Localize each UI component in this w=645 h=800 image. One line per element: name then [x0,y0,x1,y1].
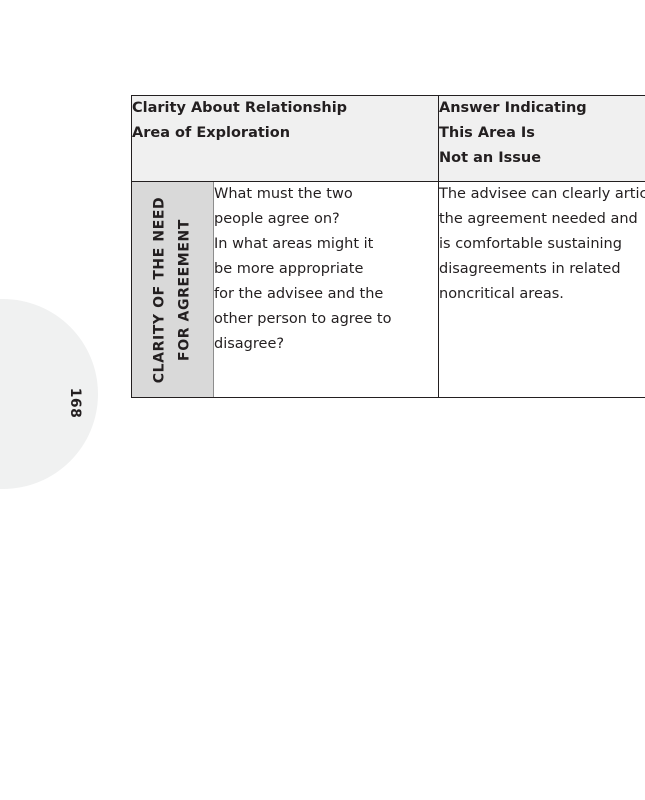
header-exploration-line-1: Clarity About Relationship [132,100,348,116]
question-line-7: disagree? [214,336,285,352]
page-number: 168 [52,372,98,434]
row-label-line-1: CLARITY OF THE NEED [151,196,168,383]
exploration-table: Clarity About Relationship Area of Explo… [131,95,645,398]
answer-line-5: noncritical areas. [439,286,564,302]
question-line-1: What must the two [214,186,353,202]
answer-line-4: disagreements in related [439,261,621,277]
question-line-6: other person to agree to [214,311,392,327]
header-answer-line-3: Not an Issue [439,150,542,166]
table-header: Clarity About Relationship Area of Explo… [131,95,645,182]
table-row: CLARITY OF THE NEED FOR AGREEMENT What m… [131,181,645,398]
answer-line-1: The advisee can clearly articulate [439,186,645,202]
header-cell-exploration: Clarity About Relationship Area of Explo… [131,95,439,182]
answer-text: The advisee can clearly articulate the a… [439,182,645,307]
table-body: CLARITY OF THE NEED FOR AGREEMENT What m… [131,181,645,398]
answer-line-3: is comfortable sustaining [439,236,622,252]
answer-line-2: the agreement needed and [439,211,638,227]
page-number-label: 168 [67,387,83,419]
header-answer-line-2: This Area Is [439,125,535,141]
header-cell-answer: Answer Indicating This Area Is Not an Is… [438,95,645,182]
row-label-rotator: CLARITY OF THE NEED FOR AGREEMENT [132,182,213,397]
question-line-2: people agree on? [214,211,340,227]
row-label-line-2: FOR AGREEMENT [176,218,193,361]
answer-cell: The advisee can clearly articulate the a… [438,181,645,398]
row-label-cell: CLARITY OF THE NEED FOR AGREEMENT [131,181,214,398]
table-header-row: Clarity About Relationship Area of Explo… [131,95,645,182]
question-line-3: In what areas might it [214,236,374,252]
question-text: What must the two people agree on? In wh… [214,182,438,357]
question-line-4: be more appropriate [214,261,364,277]
question-line-5: for the advisee and the [214,286,384,302]
row-label-text: CLARITY OF THE NEED FOR AGREEMENT [148,196,198,383]
header-exploration-line-2: Area of Exploration [132,125,291,141]
header-answer-line-1: Answer Indicating [439,100,587,116]
question-cell: What must the two people agree on? In wh… [213,181,439,398]
